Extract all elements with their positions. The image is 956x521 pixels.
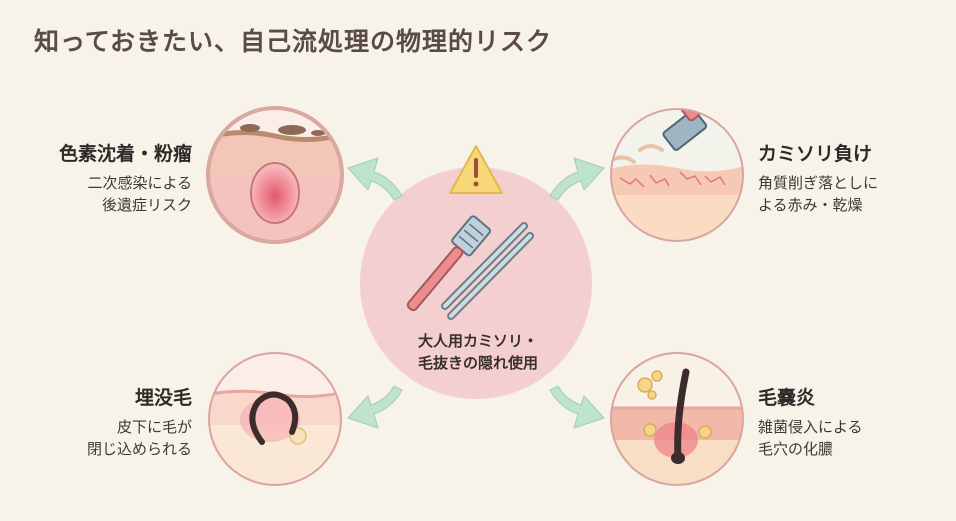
- skin-ingrown-hair-illustration: [207, 351, 343, 487]
- risk-desc-line: 毛穴の化膿: [758, 440, 834, 458]
- arrow-icon: [347, 157, 605, 429]
- risk-heading-razor-burn: カミソリ負け: [758, 143, 873, 165]
- razor-icon: [406, 215, 491, 312]
- risk-heading-folliculitis: 毛嚢炎: [758, 387, 816, 409]
- risk-desc-line: 皮下に毛が: [116, 418, 192, 436]
- risk-desc-pigmentation: 二次感染による 後遺症リスク: [87, 172, 192, 216]
- center-label-line2: 毛抜きの隠れ使用: [417, 354, 538, 372]
- risk-desc-line: 角質削ぎ落としに: [758, 174, 879, 192]
- warning-icon: [449, 145, 503, 194]
- risk-desc-razor-burn: 角質削ぎ落としに よる赤み・乾燥: [758, 172, 878, 216]
- page-title: 知っておきたい、自己流処理の物理的リスク: [34, 27, 553, 56]
- tweezers-icon: [441, 222, 534, 320]
- risk-desc-line: よる赤み・乾燥: [758, 196, 863, 214]
- risk-desc-line: 閉じ込められる: [86, 440, 192, 458]
- risk-desc-ingrown-hair: 皮下に毛が 閉じ込められる: [87, 416, 192, 460]
- risk-desc-line: 後遺症リスク: [101, 196, 192, 214]
- risk-desc-line: 雑菌侵入による: [758, 418, 863, 436]
- risk-desc-folliculitis: 雑菌侵入による 毛穴の化膿: [758, 416, 863, 460]
- risk-heading-ingrown-hair: 埋没毛: [134, 387, 192, 409]
- risk-desc-line: 二次感染による: [87, 174, 192, 192]
- skin-razor-burn-illustration: [609, 107, 745, 243]
- skin-cyst-illustration: [206, 106, 344, 244]
- skin-folliculitis-illustration: [609, 351, 745, 487]
- center-circle: [360, 167, 592, 399]
- center-label: 大人用カミソリ・ 毛抜きの隠れ使用: [398, 330, 558, 374]
- risk-heading-pigmentation: 色素沈着・粉瘤: [58, 143, 192, 165]
- center-label-line1: 大人用カミソリ・: [417, 332, 538, 350]
